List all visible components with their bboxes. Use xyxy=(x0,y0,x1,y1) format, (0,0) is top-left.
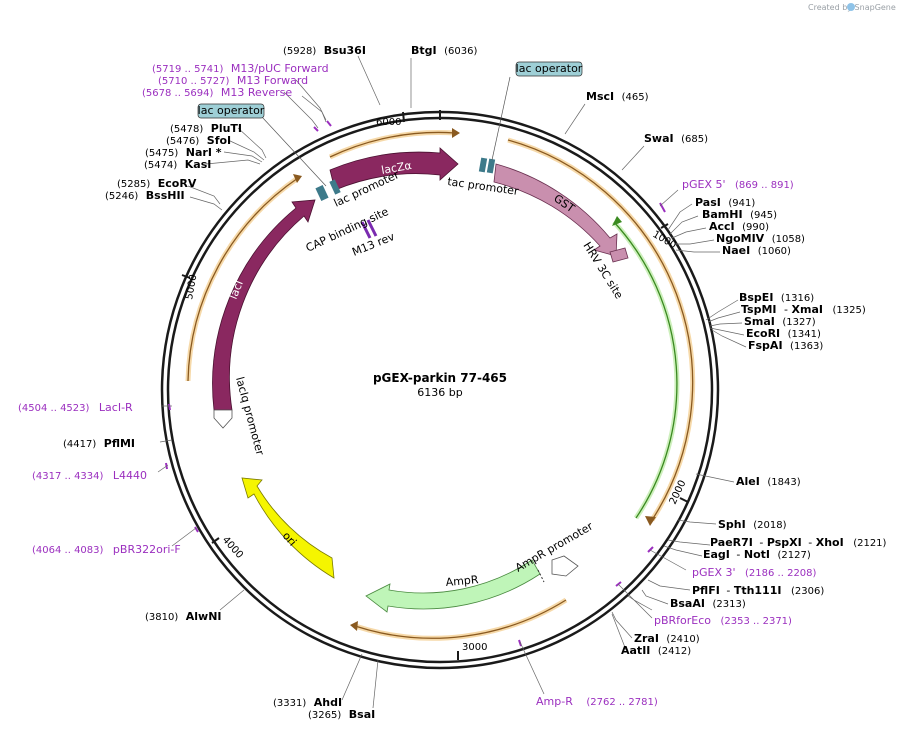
site-pflfi-tth111i[interactable]: PflFI - Tth111I (2306) xyxy=(692,584,824,597)
tick-4000: 4000 xyxy=(220,535,245,561)
feature-lac-promoter[interactable] xyxy=(315,179,341,202)
site-paer7i-pspxi-xhoi[interactable]: PaeR7I - PspXI - XhoI (2121) xyxy=(710,536,887,549)
site-msci[interactable]: MscI (465) xyxy=(586,90,649,103)
ring-ticks xyxy=(181,110,689,660)
site-pluti[interactable]: (5478) PluTI xyxy=(170,122,242,135)
plasmid-length: 6136 bp xyxy=(417,386,462,399)
site-alei[interactable]: AleI (1843) xyxy=(736,475,801,488)
primer-laci-r[interactable]: (4504 .. 4523) LacI-R xyxy=(18,401,133,414)
tick-3000: 3000 xyxy=(462,642,487,653)
primer-amp-r[interactable]: Amp-R (2762 .. 2781) xyxy=(536,695,658,708)
lac-operator-callout-left: lac operator xyxy=(197,103,327,187)
site-ecori[interactable]: EcoRI (1341) xyxy=(746,327,821,340)
site-tspmi-xmai[interactable]: TspMI - XmaI (1325) xyxy=(741,303,866,316)
feature-tac-promoter[interactable] xyxy=(478,157,496,174)
site-alwni[interactable]: (3810) AlwNI xyxy=(145,610,222,623)
site-smai[interactable]: SmaI (1327) xyxy=(744,315,816,328)
site-bsai[interactable]: (3265) BsaI xyxy=(308,708,375,721)
ampr-label: AmpR xyxy=(445,573,479,589)
primer-pbrforeco[interactable]: pBRforEco (2353 .. 2371) xyxy=(654,614,792,627)
feature-m13-rev-site[interactable] xyxy=(360,219,378,239)
site-bspei[interactable]: BspEI (1316) xyxy=(739,291,814,304)
site-swai[interactable]: SwaI (685) xyxy=(644,132,708,145)
tick-6000: 6000 xyxy=(376,117,401,128)
snapgene-logo-icon xyxy=(847,3,855,11)
site-fspai[interactable]: FspAI (1363) xyxy=(748,339,823,352)
primer-m13-puc-forward[interactable]: (5719 .. 5741) M13/pUC Forward xyxy=(152,62,329,75)
tick-5000: 5000 xyxy=(184,274,199,301)
feature-hrv3c-site[interactable] xyxy=(609,247,629,263)
orf-arcs xyxy=(185,128,696,641)
site-nari[interactable]: (5475) NarI * xyxy=(145,146,222,159)
site-sfoi[interactable]: (5476) SfoI xyxy=(166,134,231,147)
site-pflmi[interactable]: (4417) PflMI xyxy=(63,437,135,450)
site-kasi[interactable]: (5474) KasI xyxy=(144,158,211,171)
laciq-promoter-label: lacIq promoter xyxy=(233,375,267,457)
site-eagi-noti[interactable]: EagI - NotI (2127) xyxy=(703,548,811,561)
plasmid-name: pGEX-parkin 77-465 xyxy=(373,371,507,385)
site-btgi[interactable]: BtgI (6036) xyxy=(411,44,477,57)
site-acci[interactable]: AccI (990) xyxy=(709,220,769,233)
site-bsu36i[interactable]: (5928) Bsu36I xyxy=(283,44,366,57)
primer-m13-forward[interactable]: (5710 .. 5727) M13 Forward xyxy=(158,74,308,87)
lac-operator-callout-top: lac operator xyxy=(491,61,583,161)
feature-ampr-promoter[interactable] xyxy=(537,555,579,583)
site-pasi[interactable]: PasI (941) xyxy=(695,196,755,209)
lacZa-label: lacZα xyxy=(380,159,412,177)
feature-lacI[interactable]: lacI xyxy=(212,199,316,411)
site-ahdi[interactable]: (3331) AhdI xyxy=(273,696,342,709)
primer-pbr322ori-f[interactable]: (4064 .. 4083) pBR322ori-F xyxy=(32,543,181,556)
feature-laciq-promoter[interactable] xyxy=(213,409,233,429)
site-leader-lines xyxy=(157,55,747,709)
site-ngomiv[interactable]: NgoMIV (1058) xyxy=(716,232,805,245)
feature-lacZa[interactable]: lacZα xyxy=(329,147,459,191)
site-zrai[interactable]: ZraI (2410) xyxy=(634,632,700,645)
site-aatii[interactable]: AatII (2412) xyxy=(621,644,691,657)
site-sphi[interactable]: SphI (2018) xyxy=(718,518,787,531)
lac-operator-label-1: lac operator xyxy=(516,62,583,75)
primer-pgex-3[interactable]: pGEX 3' (2186 .. 2208) xyxy=(692,566,817,579)
primer-m13-reverse[interactable]: (5678 .. 5694) M13 Reverse xyxy=(142,86,292,99)
feature-gst[interactable]: GST xyxy=(493,163,618,257)
site-ecorv[interactable]: (5285) EcoRV xyxy=(117,177,197,190)
primer-pgex-5[interactable]: pGEX 5' (869 .. 891) xyxy=(682,178,794,191)
site-bamhi[interactable]: BamHI (945) xyxy=(702,208,777,221)
lac-operator-label-2: lac operator xyxy=(198,104,265,117)
site-bsshii[interactable]: (5246) BssHII xyxy=(105,189,185,202)
feature-ori[interactable]: ori xyxy=(241,477,335,579)
site-naei[interactable]: NaeI (1060) xyxy=(722,244,791,257)
feature-ampr[interactable]: AmpR xyxy=(365,559,541,613)
primer-l4440[interactable]: (4317 .. 4334) L4440 xyxy=(32,469,147,482)
site-bsaai[interactable]: BsaAI (2313) xyxy=(670,597,746,610)
